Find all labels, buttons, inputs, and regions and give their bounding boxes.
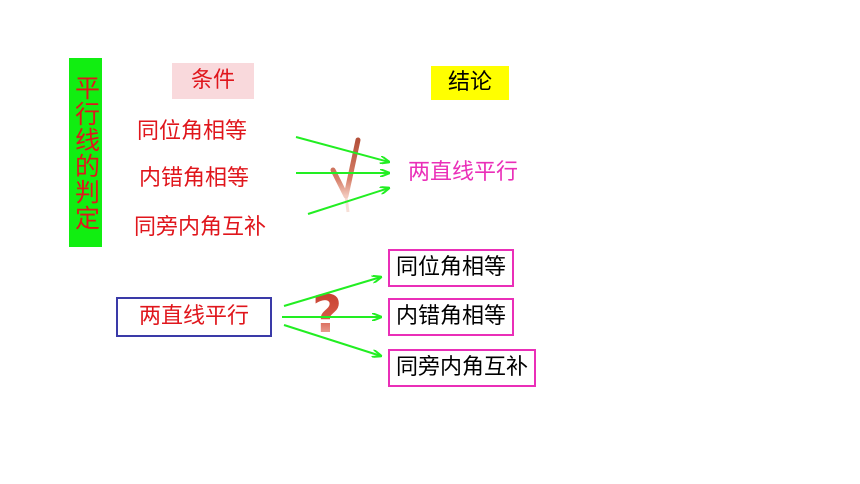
result-alternate-angles-box: 内错角相等 [388,298,515,336]
arrow-condition-1 [295,136,389,162]
premise-parallel-box: 两直线平行 [116,297,272,337]
condition-corresponding-angles: 同位角相等 [137,119,248,144]
result-interior-angles-box: 同旁内角互补 [388,349,537,387]
result-corresponding-angles-box: 同位角相等 [388,249,515,287]
check-icon [330,137,361,213]
arrow-result-3 [283,324,381,356]
condition-interior-angles: 同旁内角互补 [134,215,267,240]
conclusion-parallel: 两直线平行 [408,160,519,185]
conditions-header: 条件 [172,63,254,99]
conclusion-header: 结论 [431,66,509,100]
arrow-condition-3 [307,188,389,215]
side-title: 平行线的判定 [69,58,102,247]
arrow-result-1 [283,277,381,307]
condition-alternate-angles: 内错角相等 [139,166,250,191]
